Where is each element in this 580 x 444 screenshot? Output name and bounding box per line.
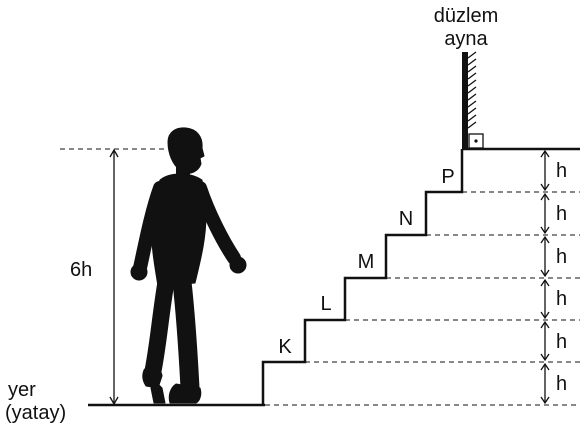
height-6h-label: 6h [70,259,92,281]
step-label-k: K [278,336,292,358]
step-label-m: M [358,251,375,273]
h-arrows [540,149,550,405]
step-label-l: L [320,293,331,315]
h-label-1: h [556,160,567,182]
ground-label-line1: yer [8,379,36,401]
level-dashed-lines [60,148,580,406]
walking-person-silhouette [130,127,247,404]
ground-label-line2: (yatay) [5,402,66,424]
height-6h-arrow [109,148,119,406]
h-label-2: h [556,203,567,225]
mirror-label-line2: ayna [444,28,488,50]
h-label-3: h [556,246,567,268]
h-label-4: h [556,288,567,310]
h-label-5: h [556,331,567,353]
h-label-6: h [556,373,567,395]
step-label-p: P [441,166,454,188]
step-label-n: N [399,208,413,230]
mirror-hatching [467,51,477,129]
plane-mirror [462,51,477,150]
mirror-label-line1: düzlem [434,5,498,27]
right-angle-marker [468,133,484,149]
staircase [261,149,464,405]
